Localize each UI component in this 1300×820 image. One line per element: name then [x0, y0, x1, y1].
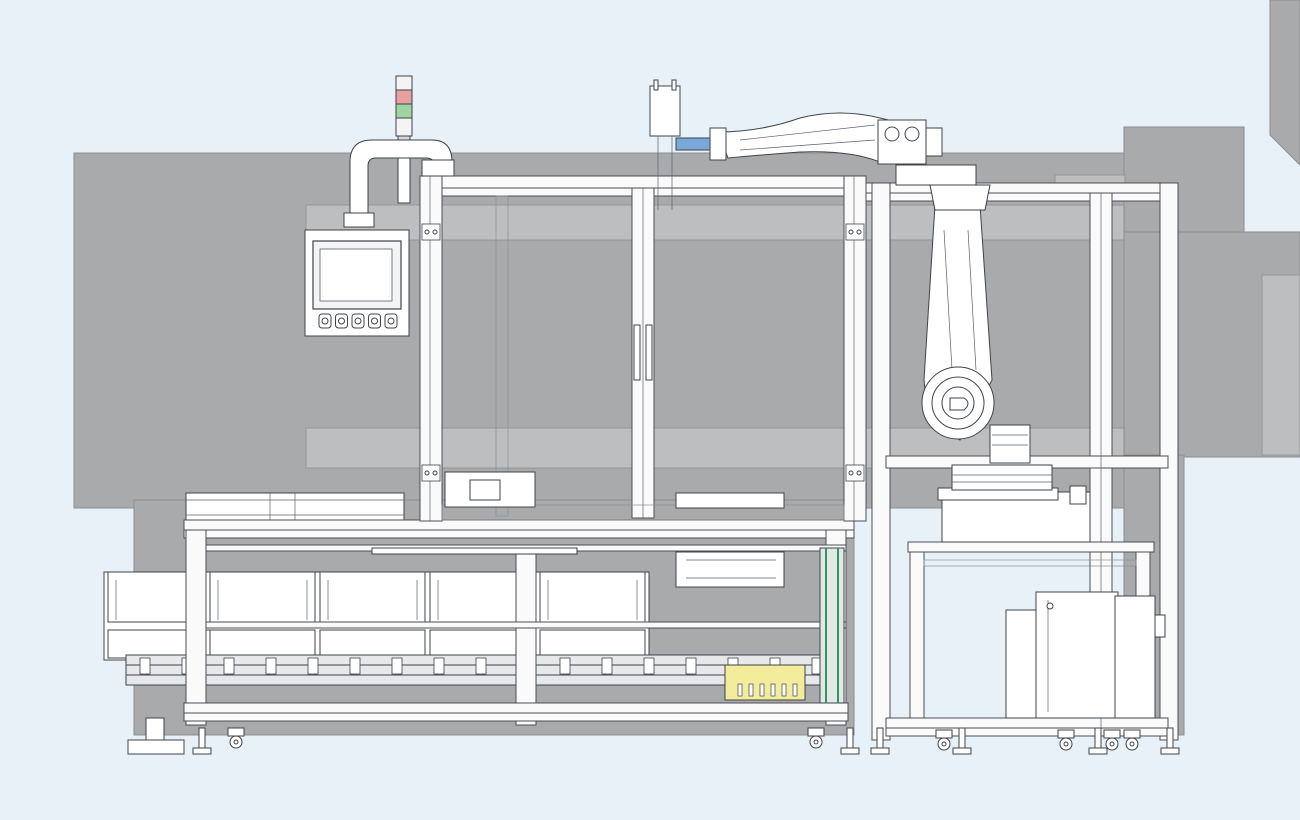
leveling-foot-pad — [952, 747, 972, 755]
leveling-foot-stem — [958, 727, 966, 749]
yellow-slot — [792, 683, 798, 697]
conveyor-roller — [643, 657, 655, 675]
leveling-foot-pad — [1088, 747, 1108, 755]
caster-wheel — [1125, 737, 1139, 751]
conveyor-roller — [601, 657, 613, 675]
conveyor-roller — [685, 657, 697, 675]
control-cabinet — [1005, 591, 1166, 719]
conveyor-roller — [223, 657, 235, 675]
caster-wheel — [1059, 737, 1073, 751]
conveyor-roller — [433, 657, 445, 675]
leveling-foot-pad — [192, 747, 212, 755]
bracket-bolt — [856, 229, 862, 235]
robot-arm — [649, 79, 1031, 464]
bracket-bolt — [432, 470, 438, 476]
conveyor-roller — [391, 657, 403, 675]
robot-base — [937, 464, 1091, 543]
caster-mount — [227, 727, 245, 737]
hmi-button — [318, 313, 332, 329]
caster-mount — [807, 727, 825, 737]
leveling-foot-stem — [198, 727, 206, 749]
corner-bracket — [845, 464, 865, 482]
hmi-button-knob — [387, 317, 395, 325]
caster-hub — [233, 739, 239, 745]
caster-mount — [935, 729, 953, 739]
corner-bracket — [845, 223, 865, 241]
tote — [539, 629, 646, 659]
bracket-bolt — [424, 229, 430, 235]
caster-mount — [1123, 729, 1141, 739]
leveling-pad — [127, 739, 185, 755]
hmi-button-knob — [354, 317, 362, 325]
tote — [209, 571, 316, 623]
hmi-button — [351, 313, 365, 329]
caster-mount — [1103, 729, 1121, 739]
yellow-slot — [770, 683, 776, 697]
bracket-bolt — [856, 470, 862, 476]
caster-wheel — [229, 735, 243, 749]
aluminium-frame — [183, 175, 1111, 726]
leveling-foot — [145, 717, 165, 741]
leveling-foot-stem — [876, 727, 884, 749]
hmi-arm — [343, 139, 455, 228]
conveyor-roller — [559, 657, 571, 675]
leveling-foot-pad — [870, 747, 890, 755]
caster-hub — [1109, 741, 1115, 747]
yellow-slot — [748, 683, 754, 697]
hmi-button-knob — [321, 317, 329, 325]
caster-wheel — [937, 737, 951, 751]
caster-wheel — [1105, 737, 1119, 751]
bracket-bolt — [424, 470, 430, 476]
bracket-bolt — [848, 470, 854, 476]
leveling-foot-pad — [840, 747, 860, 755]
caster-hub — [941, 741, 947, 747]
caster-wheel — [809, 735, 823, 749]
leveling-foot-pad — [1160, 747, 1180, 755]
bracket-bolt — [432, 229, 438, 235]
hmi-button — [335, 313, 348, 329]
caster-hub — [1129, 741, 1135, 747]
yellow-slot — [737, 683, 743, 697]
conveyor-roller — [307, 657, 319, 675]
signal-tower — [395, 75, 413, 143]
casters — [192, 727, 1180, 755]
tote — [539, 571, 646, 623]
leveling-foot-stem — [1094, 727, 1102, 749]
leveling-foot-stem — [846, 727, 854, 749]
tote — [209, 629, 316, 659]
corner-bracket — [421, 223, 441, 241]
bracket-bolt — [848, 229, 854, 235]
tote — [319, 629, 426, 659]
yellow-slot — [781, 683, 787, 697]
caster-mount — [1057, 729, 1075, 739]
caster-hub — [1063, 741, 1069, 747]
hmi-button-knob — [338, 317, 345, 325]
conveyor-roller — [475, 657, 487, 675]
leveling-foot-stem — [1166, 727, 1174, 749]
caster-hub — [813, 739, 819, 745]
conveyor-roller — [349, 657, 361, 675]
hmi-panel — [304, 229, 410, 337]
hmi-button — [368, 313, 381, 329]
yellow-slot — [759, 683, 765, 697]
corner-bracket — [421, 464, 441, 482]
hmi-button — [384, 313, 398, 329]
conveyor-roller — [265, 657, 277, 675]
conveyor-roller — [139, 657, 151, 675]
hmi-button-knob — [371, 317, 378, 325]
tote — [319, 571, 426, 623]
